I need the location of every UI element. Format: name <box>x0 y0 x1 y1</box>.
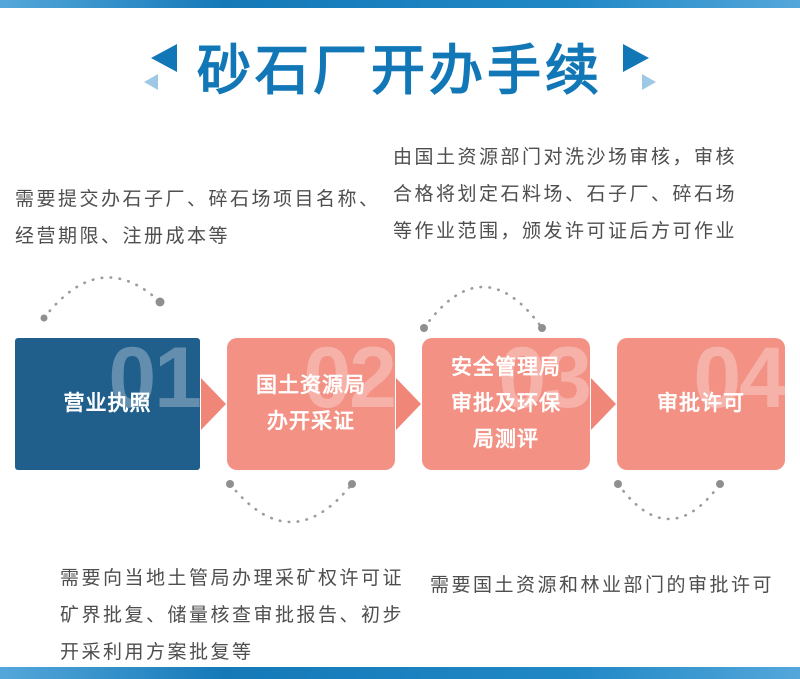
step-number-bg: 03 <box>498 330 592 426</box>
arrow-right-icon <box>201 378 226 430</box>
note-top-left: 需要提交办石子厂、碎石场项目名称、 经营期限、注册成本等 <box>15 189 381 247</box>
arrow-right-icon <box>396 378 421 430</box>
step-number-bg: 04 <box>693 330 787 426</box>
note-top-right: 由国土资源部门对洗沙场审核，审核 合格将划定石料场、石子厂、碎石场 等作业范围，… <box>393 147 738 242</box>
top-accent-bar <box>0 0 800 8</box>
dotted-arc-bottom-left <box>228 482 354 524</box>
step-land-resources-bureau: 02 国土资源局 办开采证 <box>227 330 397 470</box>
note-bottom-left: 需要向当地土管局办理采矿权许可证 矿界批复、储量核查审批报告、初步 开采利用方案… <box>60 568 405 663</box>
step-number-bg: 01 <box>108 330 202 426</box>
dotted-arc-top-left <box>42 276 162 320</box>
title-accent-right-icon <box>623 43 656 90</box>
step-approval-permit: 04 审批许可 <box>617 330 787 470</box>
page-title: 砂石厂开办手续 <box>197 41 603 101</box>
process-steps-row: 01 营业执照 02 国土资源局 办开采证 03 安全管理局 审批及环保 局测评… <box>15 330 787 470</box>
step-label: 国土资源局 办开采证 <box>256 374 366 433</box>
dotted-arc-top-right <box>422 285 544 330</box>
step-number-bg: 02 <box>303 330 397 426</box>
step-business-license: 01 营业执照 <box>15 330 202 470</box>
dotted-arc-bottom-right <box>616 482 722 521</box>
step-label: 审批许可 <box>657 392 745 416</box>
title-row: 砂石厂开办手续 <box>0 26 800 105</box>
step-label: 营业执照 <box>63 392 152 416</box>
step-label: 安全管理局 审批及环保 局测评 <box>451 356 561 451</box>
bottom-accent-bar <box>0 667 800 679</box>
step-safety-admin-environment: 03 安全管理局 审批及环保 局测评 <box>422 330 592 470</box>
arrow-right-icon <box>591 378 616 430</box>
title-accent-left-icon <box>144 43 177 90</box>
note-bottom-right: 需要国土资源和林业部门的审批许可 <box>430 575 775 596</box>
